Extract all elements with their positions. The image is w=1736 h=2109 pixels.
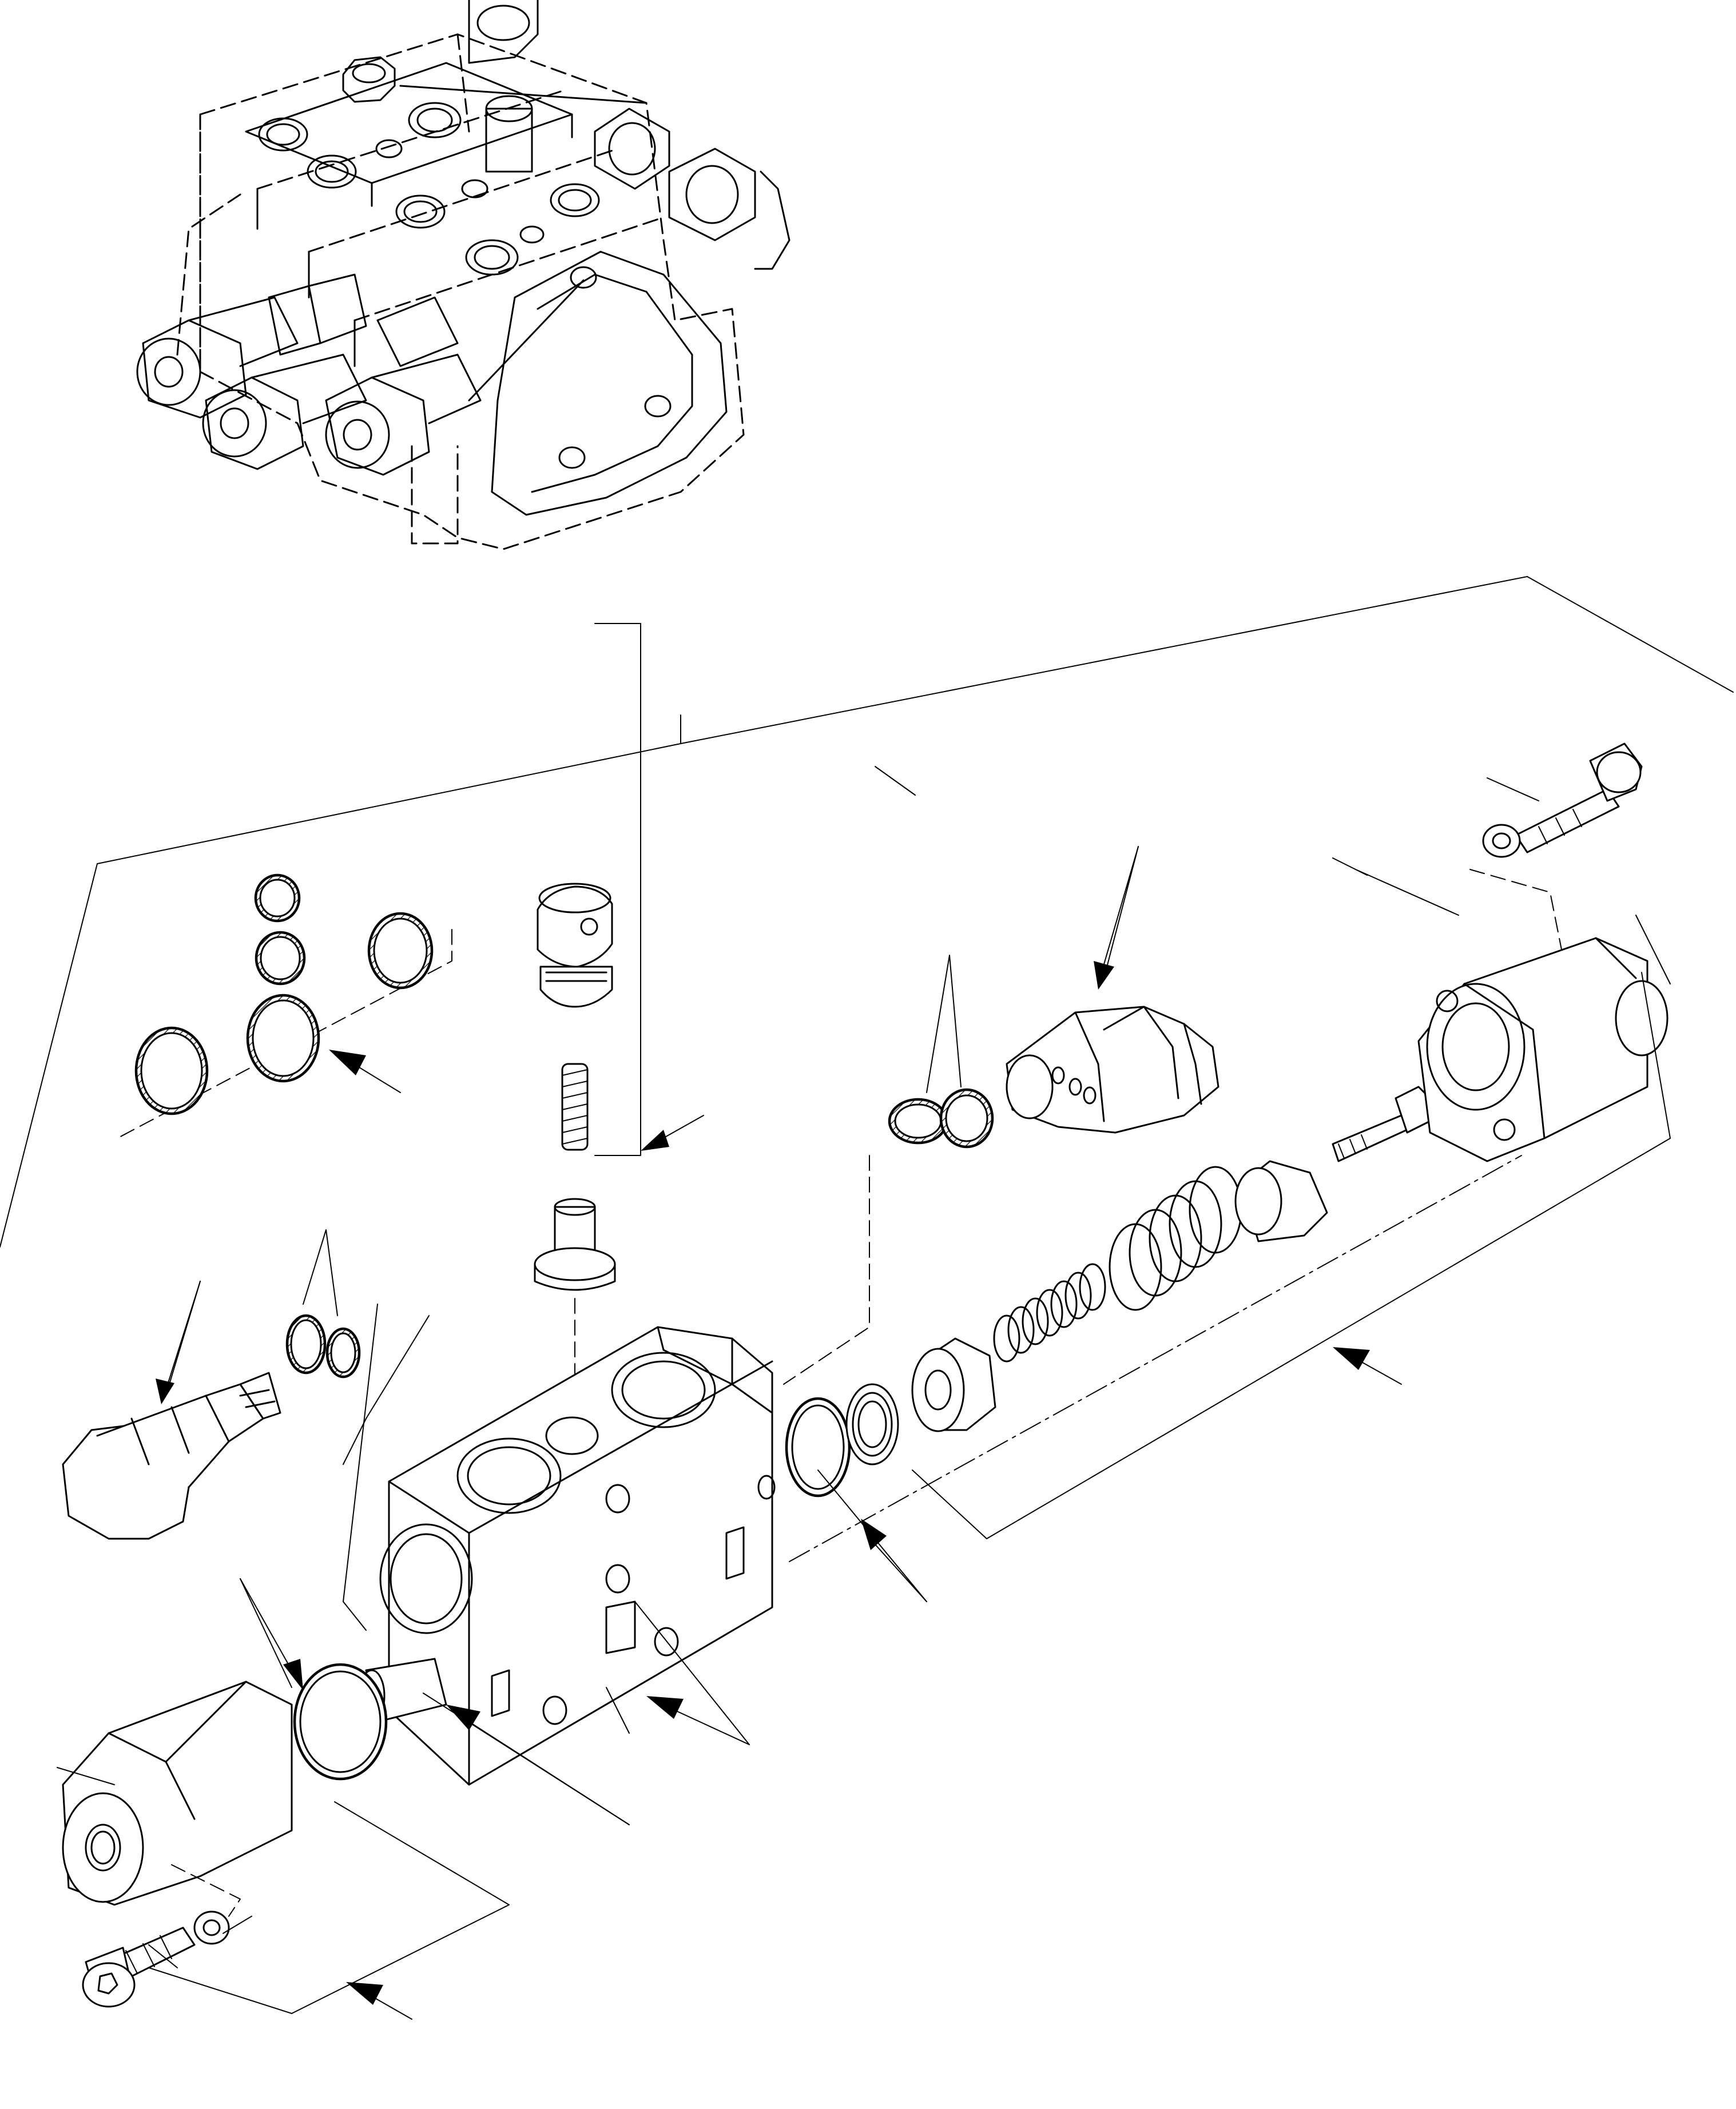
spool-assembly: [785, 1086, 1522, 1562]
callout-arrow-spool-o-ring: [861, 1519, 927, 1602]
relief-valve-right: [783, 1006, 1219, 1385]
end-cap-right: [1417, 742, 1669, 1162]
callout-arrow-end-cap-left: [346, 1982, 412, 2020]
valve-assembly-overview: [136, 0, 790, 550]
callout-arrow-locating-pin: [446, 1705, 630, 1825]
callout-arrow-relief-right: [1094, 846, 1139, 990]
check-plug: [537, 885, 613, 968]
spool-spring-small: [993, 1263, 1106, 1363]
relief-valve-left: [62, 1314, 361, 1540]
callout-arrow-valve-body: [646, 1696, 750, 1745]
callout-arrow-relief-left: [156, 1281, 201, 1404]
seal-kit-group: [117, 873, 452, 1139]
end-cap-right-washer: [1482, 824, 1521, 858]
callout-arrow-spool-group: [1333, 1347, 1402, 1385]
valve-body: [358, 1326, 776, 1786]
callout-arrow-end-cap-o-ring: [240, 1578, 303, 1690]
spool-stem: [1332, 1114, 1408, 1162]
check-valve-group: [534, 623, 641, 1385]
spool-spring-large: [1109, 1166, 1242, 1311]
callout-arrow-check-valve: [641, 1115, 704, 1151]
spool-seal: [845, 1383, 899, 1465]
end-cap-left: [62, 1663, 388, 2008]
group-bracket-outline: [0, 576, 1734, 1248]
end-cap-left-washer: [193, 1911, 230, 1945]
callout-arrow-seal-kit: [329, 1050, 401, 1093]
callout-arrows: [156, 846, 1402, 2020]
end-cap-right-bolt: [1515, 788, 1620, 853]
